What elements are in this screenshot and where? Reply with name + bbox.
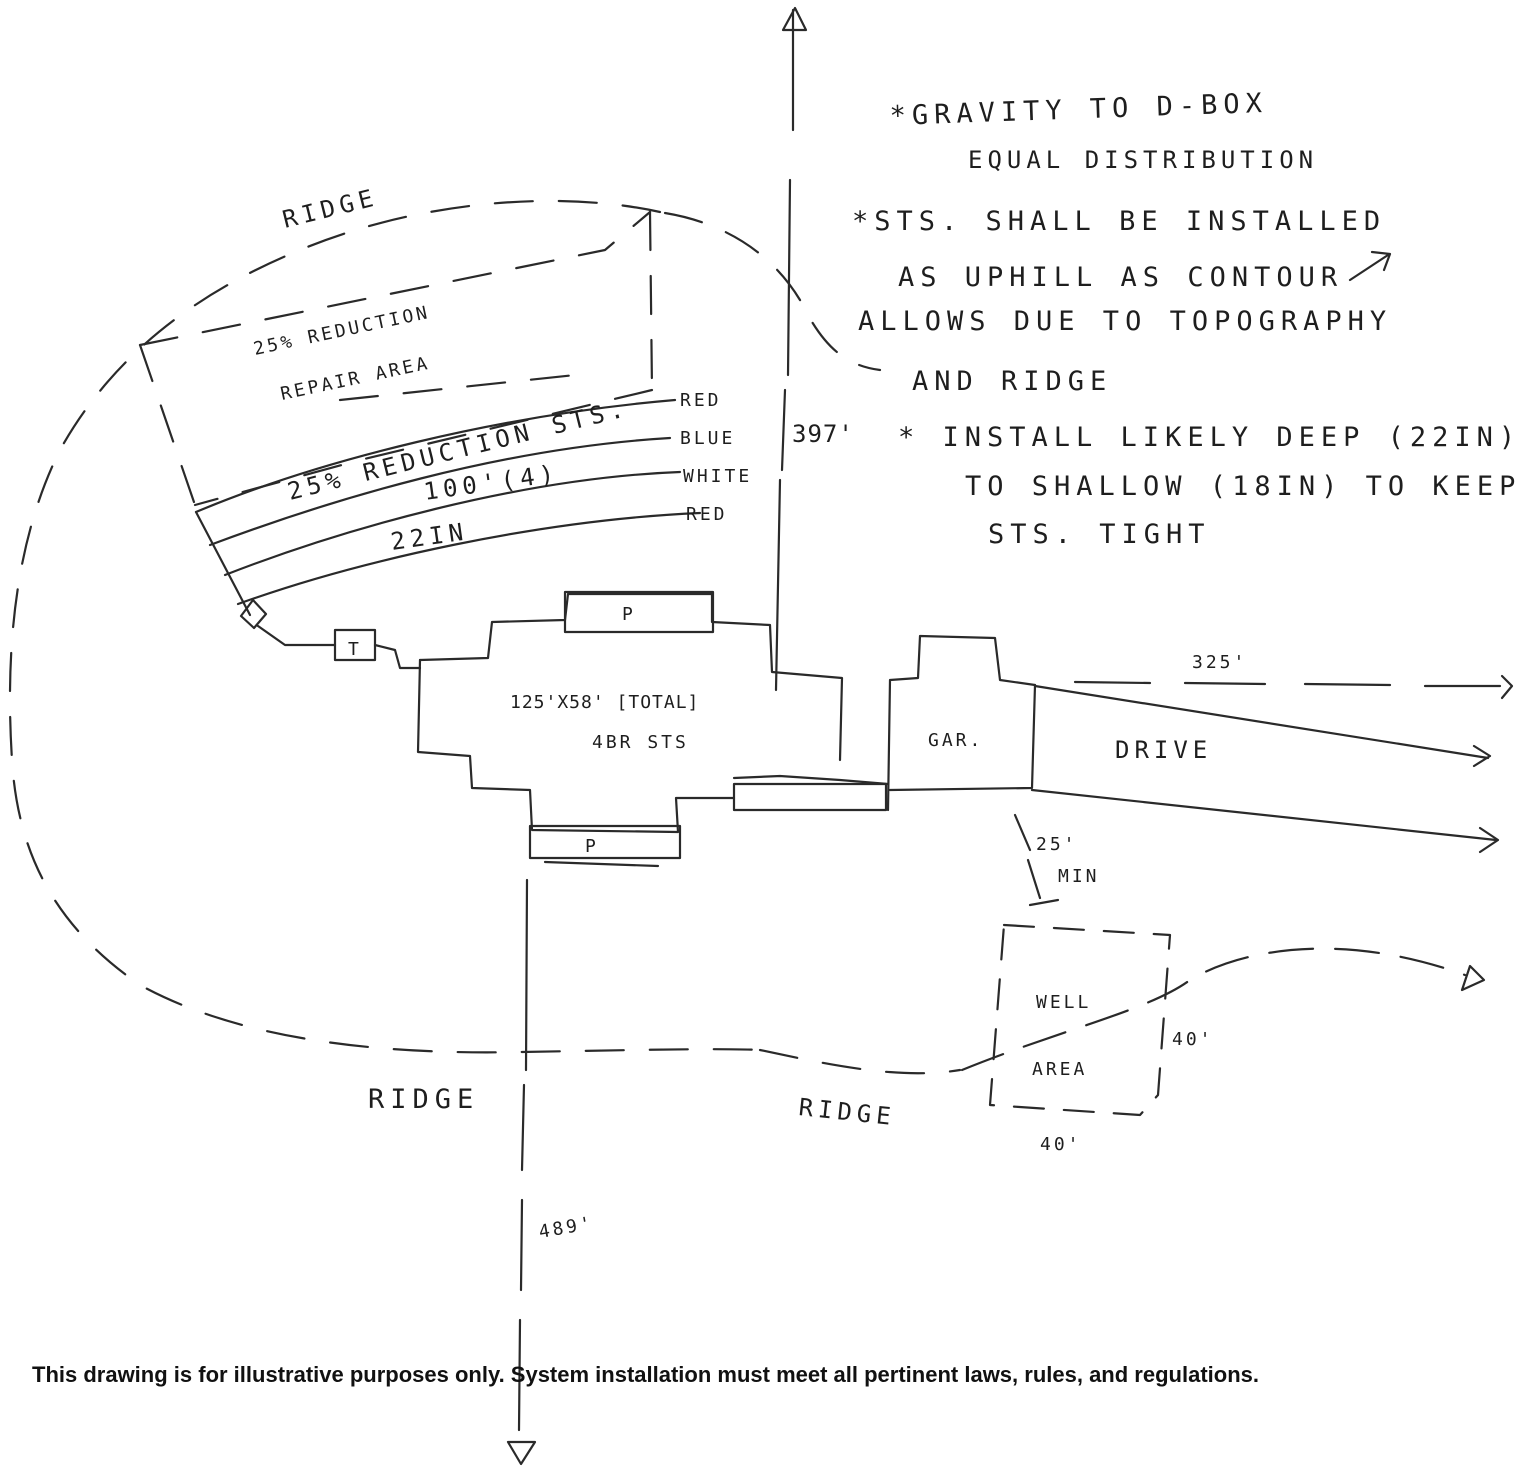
well-area-outline <box>988 923 1172 1117</box>
label-white: WHITE <box>683 466 752 487</box>
septic-tank <box>333 628 422 670</box>
note-sts-line4: AND RIDGE <box>912 366 1112 397</box>
label-garage: GAR. <box>928 730 983 751</box>
septic-laterals <box>194 398 702 617</box>
label-ridge-bottom-left: RIDGE <box>368 1084 479 1115</box>
label-house-line2: 4BR STS <box>592 732 689 753</box>
label-ridge-top: RIDGE <box>280 183 381 234</box>
east-arrow-icon <box>1500 674 1514 700</box>
note-sts-line1: *STS. SHALL BE INSTALLED <box>852 206 1386 237</box>
label-well-line2: AREA <box>1032 1059 1087 1080</box>
label-well-line1: WELL <box>1036 992 1091 1013</box>
label-house-line1: 125'X58' [TOTAL] <box>510 692 699 713</box>
label-red-2: RED <box>686 504 728 525</box>
label-well-bottom: 40' <box>1040 1134 1082 1155</box>
label-red-1: RED <box>680 390 722 411</box>
drive-arrow-upper-icon <box>1472 744 1492 768</box>
ridge-contour-right <box>960 947 1486 1072</box>
label-dim-489: 489' <box>537 1213 595 1243</box>
north-arrow-icon <box>781 6 808 32</box>
note-gravity-line1: *GRAVITY TO D-BOX <box>889 88 1268 132</box>
label-dim-397: 397' <box>792 420 854 448</box>
label-porch-bottom: P <box>585 836 599 857</box>
label-repair-line1: 25% REDUCTION <box>252 302 432 360</box>
label-tank: T <box>348 639 362 660</box>
label-ridge-bottom-mid: RIDGE <box>797 1093 897 1131</box>
contour-arrow-icon <box>1348 250 1392 282</box>
drive-arrow-lower-icon <box>1478 826 1500 854</box>
label-setback-min: MIN <box>1058 866 1100 887</box>
south-arrow-icon <box>506 1440 537 1466</box>
note-install-line3: STS. TIGHT <box>988 519 1211 550</box>
label-dim-325: 325' <box>1192 652 1247 673</box>
label-setback-value: 25' <box>1036 834 1078 855</box>
note-install-line2: TO SHALLOW (18IN) TO KEEP <box>965 471 1515 502</box>
house-footprint <box>416 590 844 868</box>
note-sts-line3: ALLOWS DUE TO TOPOGRAPHY <box>858 306 1392 337</box>
label-repair-line2: REPAIR AREA <box>279 353 432 405</box>
label-depth: 22IN <box>389 517 470 556</box>
driveway-arrows <box>1030 684 1500 854</box>
ridge-contour-outer <box>8 199 962 1075</box>
note-install-line1: * INSTALL LIKELY DEEP (22IN) <box>898 422 1515 453</box>
label-porch-top: P <box>622 604 636 625</box>
garage-outline <box>732 634 1037 812</box>
disclaimer-text: This drawing is for illustrative purpose… <box>32 1362 1259 1387</box>
note-gravity-line2: EQUAL DISTRIBUTION <box>968 146 1318 174</box>
vertical-reference-line <box>506 6 808 1466</box>
label-drive: DRIVE <box>1115 736 1212 764</box>
distribution-box <box>239 598 337 647</box>
ridge-arrow-icon <box>1460 964 1486 992</box>
east-reference-line <box>1073 674 1514 700</box>
note-sts-line2: AS UPHILL AS CONTOUR <box>898 262 1343 293</box>
label-well-side: 40' <box>1172 1029 1214 1050</box>
well-setback-line <box>1013 813 1060 907</box>
label-blue: BLUE <box>680 428 735 449</box>
